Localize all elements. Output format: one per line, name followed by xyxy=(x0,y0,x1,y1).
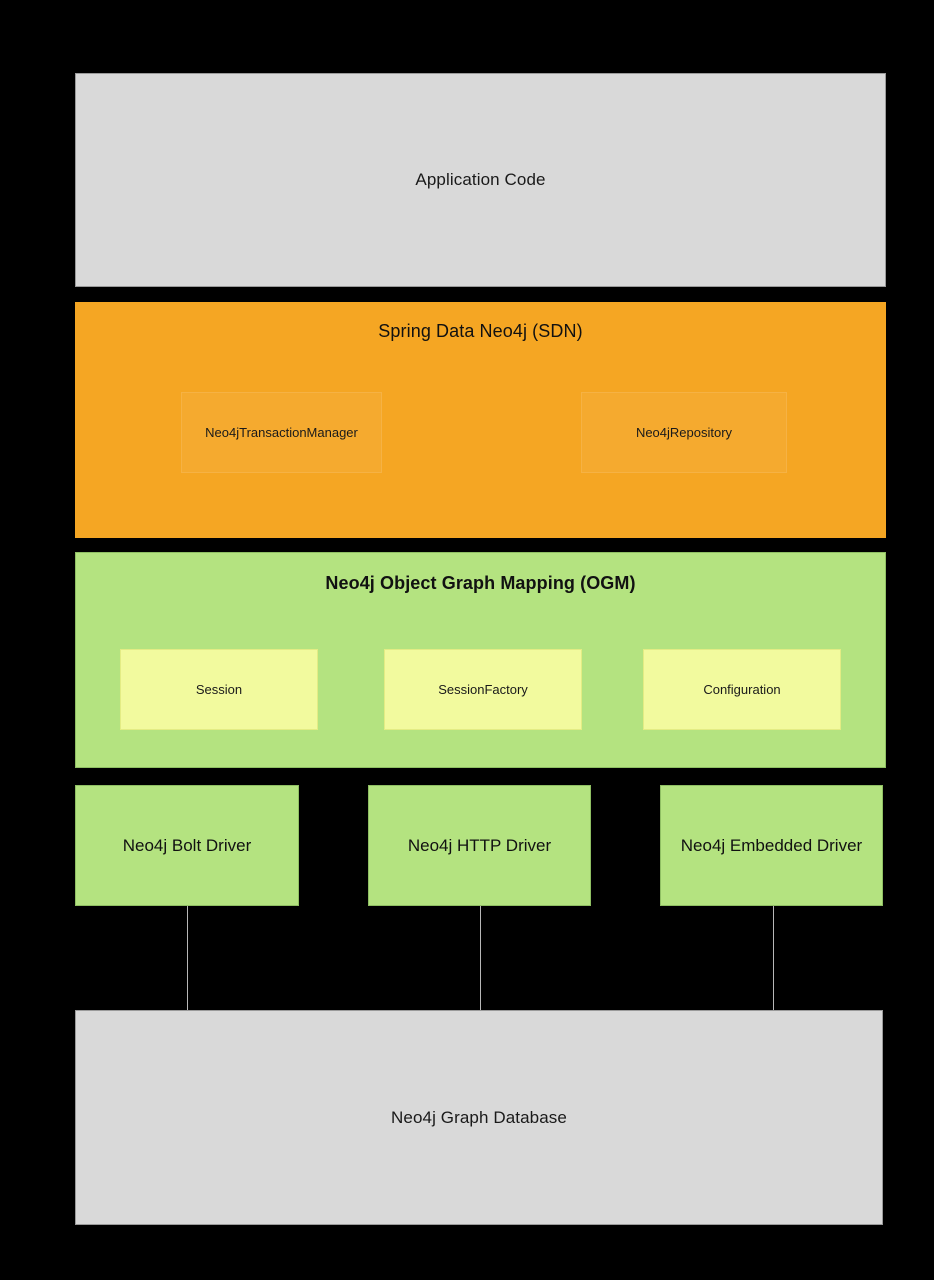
driver-box-http[interactable]: Neo4j HTTP Driver xyxy=(368,785,591,906)
layer-spring-data-neo4j[interactable]: Spring Data Neo4j (SDN) Neo4jTransaction… xyxy=(75,302,886,538)
ogm-component-sessionfactory[interactable]: SessionFactory xyxy=(384,649,582,730)
connector-embedded-to-database xyxy=(773,906,774,1011)
connector-http-to-database xyxy=(480,906,481,1011)
sdn-component-neo4jrepository[interactable]: Neo4jRepository xyxy=(581,392,787,473)
driver-label: Neo4j Bolt Driver xyxy=(122,835,252,855)
driver-label: Neo4j HTTP Driver xyxy=(407,835,552,855)
connector-bolt-to-database xyxy=(187,906,188,1011)
layer-neo4j-ogm[interactable]: Neo4j Object Graph Mapping (OGM) Session… xyxy=(75,552,886,768)
sdn-component-label: Neo4jTransactionManager xyxy=(205,425,358,440)
sdn-title: Spring Data Neo4j (SDN) xyxy=(378,321,583,341)
driver-label: Neo4j Embedded Driver xyxy=(680,835,863,855)
database-label: Neo4j Graph Database xyxy=(391,1107,567,1127)
ogm-component-label: Configuration xyxy=(703,682,781,697)
layer-application-code[interactable]: Application Code xyxy=(75,73,886,287)
application-code-label: Application Code xyxy=(415,170,546,189)
layer-neo4j-graph-database[interactable]: Neo4j Graph Database xyxy=(75,1010,883,1225)
sdn-component-neo4jtransactionmanager[interactable]: Neo4jTransactionManager xyxy=(181,392,382,473)
driver-box-embedded[interactable]: Neo4j Embedded Driver xyxy=(660,785,883,906)
ogm-component-label: Session xyxy=(195,682,243,697)
ogm-component-label: SessionFactory xyxy=(438,682,528,697)
driver-box-bolt[interactable]: Neo4j Bolt Driver xyxy=(75,785,299,906)
sdn-component-label: Neo4jRepository xyxy=(635,425,733,440)
ogm-component-session[interactable]: Session xyxy=(120,649,318,730)
ogm-title: Neo4j Object Graph Mapping (OGM) xyxy=(325,573,636,593)
ogm-component-configuration[interactable]: Configuration xyxy=(643,649,841,730)
